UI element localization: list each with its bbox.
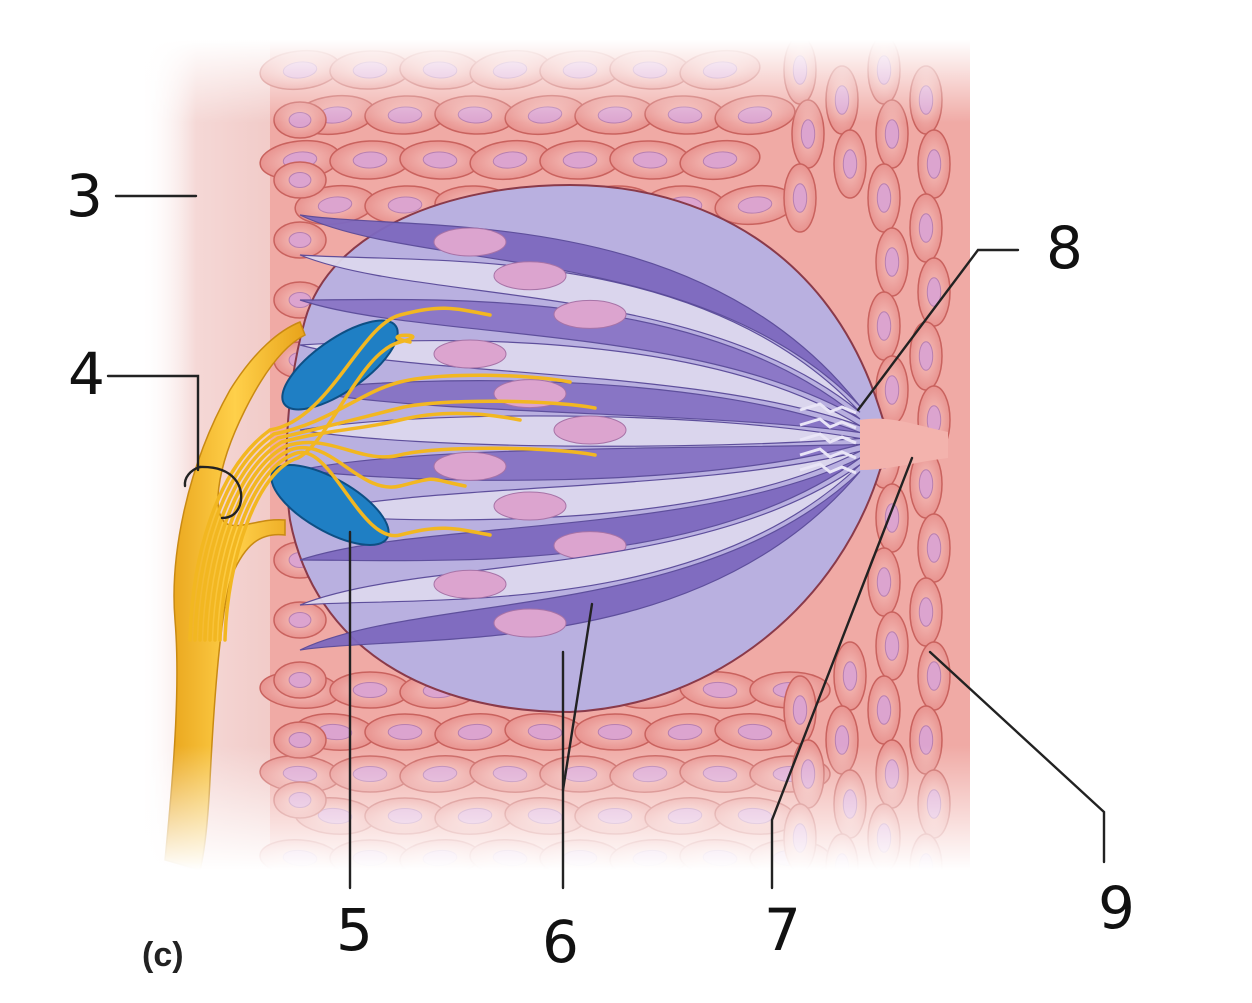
leader-line-8 (856, 248, 1020, 412)
panel-letter: (c) (142, 936, 184, 974)
label-5: 5 (336, 896, 373, 964)
label-9: 9 (1098, 874, 1135, 942)
diagram-labels: 3 4 5 6 7 8 9 (c) (66, 162, 1135, 976)
label-3: 3 (66, 162, 103, 230)
label-4: 4 (68, 340, 105, 408)
label-6: 6 (542, 908, 579, 976)
leader-line-7 (770, 456, 914, 890)
bracket-4b (183, 465, 202, 488)
tissue-illustration (140, 40, 970, 870)
leader-line-6b (561, 602, 594, 792)
leader-line-9 (928, 650, 1106, 864)
bracket-4 (198, 465, 243, 520)
leader-line-4 (106, 374, 200, 472)
label-8: 8 (1046, 214, 1083, 282)
label-7: 7 (764, 896, 801, 964)
